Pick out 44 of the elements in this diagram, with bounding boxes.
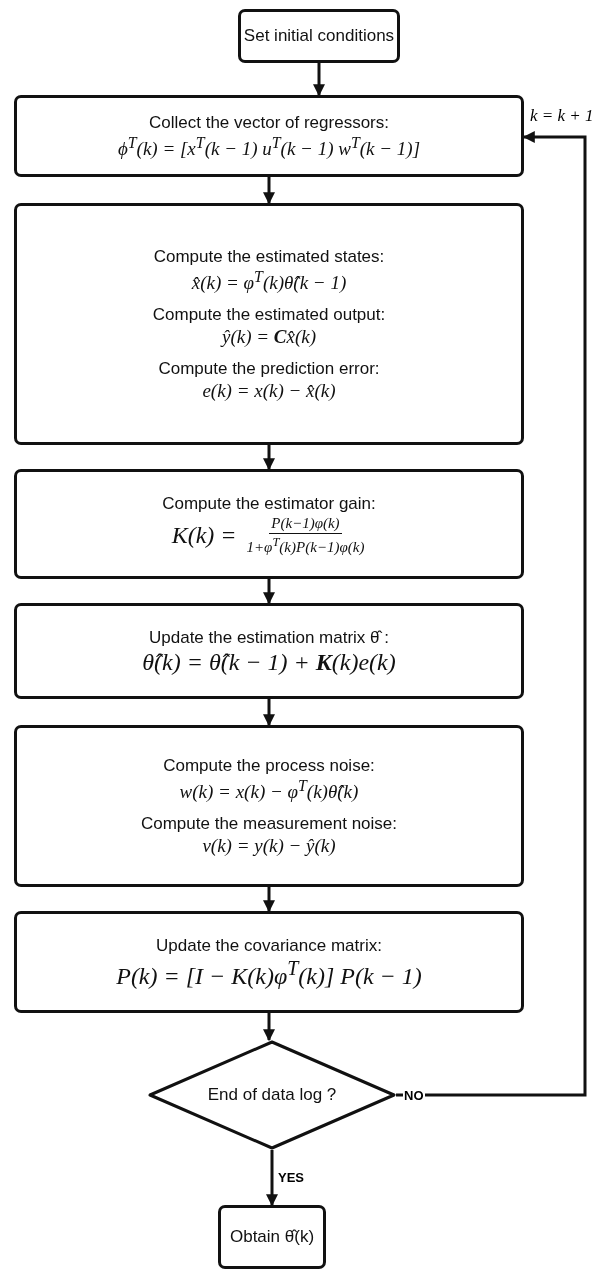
process-box xyxy=(14,725,524,887)
formula-part: P(k−1)φ(k) xyxy=(269,514,342,534)
edge-label: YES xyxy=(277,1170,305,1185)
arrow xyxy=(263,445,275,471)
process-box xyxy=(14,469,524,579)
step-text: Compute the estimator gain: xyxy=(162,493,376,514)
arrow xyxy=(396,131,587,1097)
step-text: Collect the vector of regressors: xyxy=(149,112,389,133)
process-box xyxy=(14,603,524,699)
process-box xyxy=(238,9,400,63)
arrow xyxy=(263,1013,275,1042)
formula-part: K(k) = xyxy=(171,521,237,549)
process-box xyxy=(218,1205,326,1269)
formula-part: 1+φ$^{T}$(k)P(k−1)φ(k) xyxy=(245,533,366,556)
arrow xyxy=(263,887,275,913)
loop-note: k = k + 1 xyxy=(530,106,593,126)
step-text: Compute the estimated states: xyxy=(153,246,385,267)
arrow xyxy=(313,63,325,97)
edge-label: NO xyxy=(403,1088,425,1103)
formula: w(k) = x(k) − φ$^{T}$(k)θ̂(k) xyxy=(179,776,359,804)
formula: ŷ(k) = Cx̂(k) xyxy=(221,326,317,349)
step-text: Compute the measurement noise: xyxy=(140,814,398,835)
process-box xyxy=(14,911,524,1013)
formula: v(k) = y(k) − ŷ(k) xyxy=(202,835,336,858)
step-text: Update the covariance matrix: xyxy=(156,935,382,956)
arrow xyxy=(263,177,275,205)
process-box xyxy=(14,203,524,445)
arrow xyxy=(266,1150,278,1207)
decision-diamond xyxy=(148,1040,396,1150)
formula: e(k) = x(k) − x̂(k) xyxy=(202,380,336,403)
formula: ϕ$^{T}$(k) = [x$^{T}$(k − 1) u$^{T}$(k − 1) w$^{T}$(k − 1)] xyxy=(117,133,421,161)
step-text: Compute the estimated output: xyxy=(152,305,386,326)
process-box xyxy=(14,95,524,177)
step-text: End of data log ? xyxy=(207,1085,337,1105)
formula: P(k) = [I − K(k)φ$^{T}$(k)] P(k − 1) xyxy=(116,956,422,990)
step-text: Obtain θ̂(k) xyxy=(229,1227,315,1247)
step-text: Compute the prediction error: xyxy=(158,359,380,380)
arrow xyxy=(263,699,275,727)
formula: θ̂(k) = θ̂(k − 1) + K(k)e(k) xyxy=(142,648,396,676)
step-text: Update the estimation matrix θ̂ : xyxy=(149,627,389,648)
step-text: Set initial conditions xyxy=(243,26,395,46)
formula: x̂(k) = φ$^{T}$(k)θ̂(k − 1) xyxy=(191,267,347,295)
arrow xyxy=(263,579,275,605)
step-text: Compute the process noise: xyxy=(163,755,375,776)
